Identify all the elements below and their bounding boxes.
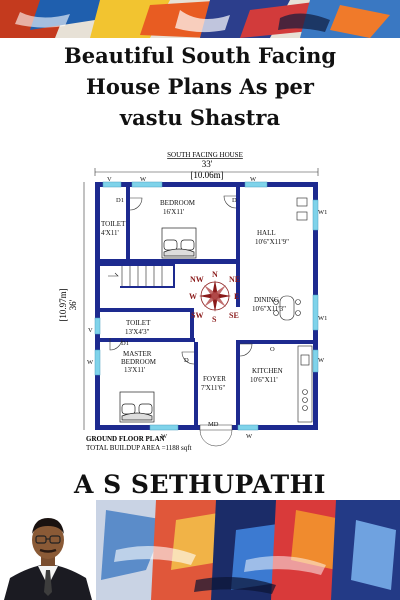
label-w-left: W <box>87 359 94 366</box>
hall-seating <box>296 197 308 221</box>
compass-w: W <box>189 292 197 301</box>
kitchen-size: 10'6"X11' <box>250 376 278 384</box>
author-name: A S SETHUPATHI <box>74 470 326 499</box>
label-w1-lower: W1 <box>318 315 327 322</box>
title-line-1: Beautiful South Facing <box>63 43 337 68</box>
kitchen-counter <box>297 345 313 423</box>
top-paint-band <box>0 0 400 38</box>
compass-e: E <box>234 292 239 301</box>
master-name2: BEDROOM <box>121 358 157 366</box>
floor-plan-title: GROUND FLOOR PLAN <box>86 435 165 443</box>
kitchen-name: KITCHEN <box>252 367 283 375</box>
bedroom-size: 16'X11' <box>163 208 184 216</box>
label-v-top: V <box>107 176 112 183</box>
label-md: MD <box>208 421 219 428</box>
label-w-bottom1: W <box>161 433 168 440</box>
compass-nw: NW <box>190 275 204 284</box>
bottom-paint-art <box>96 500 400 600</box>
label-o-kitchen: O <box>270 346 275 353</box>
beds <box>119 227 197 423</box>
label-d1-mid: D1 <box>121 340 129 347</box>
buildup-area: TOTAL BUILDUP AREA =1188 sqft <box>86 444 192 452</box>
compass-sw: SW <box>191 311 203 320</box>
compass-n: N <box>212 270 218 279</box>
compass-ne: NE <box>229 275 240 284</box>
title-line-3: vastu Shastra <box>119 105 281 130</box>
master-name: MASTER <box>123 350 152 358</box>
foyer-size: 7'X11'6" <box>201 384 225 392</box>
book-title: Beautiful South Facing House Plans As pe… <box>0 40 400 133</box>
floor-plan: SOUTH FACING HOUSE 33' [10.06m] 36' [10.… <box>0 140 400 470</box>
hall-name: HALL <box>257 229 276 237</box>
toilet2-name: TOILET <box>126 319 151 327</box>
label-d-foyer: D <box>184 357 189 364</box>
label-d-top: D <box>232 197 237 204</box>
toilet2-size: 13'X4'3" <box>125 328 150 336</box>
bedroom-name: BEDROOM <box>160 199 196 207</box>
width-m-label: [10.06m] <box>190 170 223 180</box>
label-w-top1: W <box>140 176 147 183</box>
depth-ft-label: 36' <box>68 299 78 310</box>
depth-m-label: [10.97m] <box>58 288 68 321</box>
toilet1-size: 4'X11' <box>101 229 119 237</box>
label-w-bottom2: W <box>246 433 253 440</box>
doors <box>109 195 253 365</box>
label-w1-upper: W1 <box>318 209 327 216</box>
hall-size: 10'6"X11'9" <box>255 238 289 246</box>
dining-name: DINING <box>254 296 279 304</box>
author-portrait <box>0 500 96 600</box>
label-w-right: W <box>318 357 325 364</box>
compass-s: S <box>212 315 217 324</box>
plan-heading: SOUTH FACING HOUSE <box>167 151 243 159</box>
label-v-left: V <box>88 327 93 334</box>
windows <box>94 181 319 431</box>
master-size: 13'X11' <box>124 366 145 374</box>
dining-size: 10'6"X11'3" <box>252 305 286 313</box>
compass-rose: N S E W NE NW SE SW <box>189 270 240 324</box>
compass-se: SE <box>229 311 239 320</box>
toilet1-name: TOILET <box>101 220 126 228</box>
width-ft-label: 33' <box>202 159 213 169</box>
dining-table <box>273 295 301 321</box>
label-w-top2: W <box>250 176 257 183</box>
label-d1-top: D1 <box>116 197 124 204</box>
staircase <box>108 266 163 286</box>
foyer-name: FOYER <box>203 375 226 383</box>
title-line-2: House Plans As per <box>86 74 314 99</box>
